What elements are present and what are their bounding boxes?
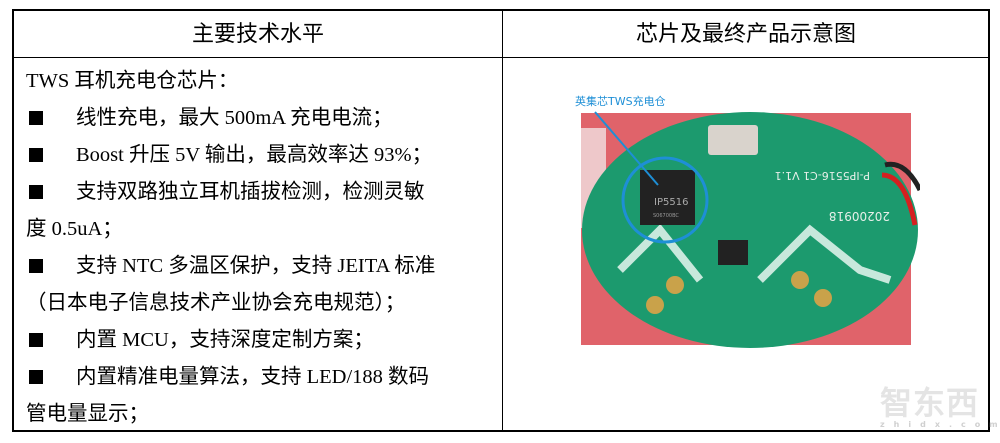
tech-description: TWS 耳机充电仓芯片： 线性充电，最大 500mA 充电电流； Boost 升… <box>26 63 496 433</box>
list-item-cont: 管电量显示； <box>26 403 149 425</box>
square-bullet-icon <box>29 370 43 384</box>
square-bullet-icon <box>29 185 43 199</box>
column-divider <box>502 11 503 430</box>
usb-connector <box>708 125 758 155</box>
svg-text:P-IP5516-C1 V1.1: P-IP5516-C1 V1.1 <box>775 169 870 182</box>
list-item: 内置精准电量算法，支持 LED/188 数码 <box>26 359 496 396</box>
header-divider <box>14 57 988 58</box>
svg-text:IP5516: IP5516 <box>654 197 688 208</box>
header-chip-image: 芯片及最终产品示意图 <box>635 21 856 46</box>
svg-text:英集芯TWS充电仓: 英集芯TWS充电仓 <box>575 94 666 108</box>
list-item: Boost 升压 5V 输出，最高效率达 93%； <box>26 137 496 174</box>
square-bullet-icon <box>29 148 43 162</box>
list-item-cont: 度 0.5uA； <box>26 218 123 240</box>
pcb-photo: IP5516 S06700BC 英集芯TWS充电仓 P-IP5516-C1 V1… <box>575 94 920 348</box>
list-item-cont: （日本电子信息技术产业协会充电规范）； <box>26 292 406 314</box>
header-tech-level: 主要技术水平 <box>191 21 324 46</box>
svg-text:S06700BC: S06700BC <box>653 213 679 219</box>
callout-line <box>594 111 659 186</box>
square-bullet-icon <box>29 259 43 273</box>
list-item: 内置 MCU，支持深度定制方案； <box>26 322 496 359</box>
callout-circle <box>621 156 709 244</box>
square-bullet-icon <box>29 333 43 347</box>
tech-table: 主要技术水平 芯片及最终产品示意图 TWS 耳机充电仓芯片： 线性充电，最大 5… <box>12 9 990 432</box>
list-item: 线性充电，最大 500mA 充电电流； <box>26 100 496 137</box>
square-bullet-icon <box>29 111 43 125</box>
list-item: 支持 NTC 多温区保护，支持 JEITA 标准 <box>26 248 496 285</box>
svg-text:20200918: 20200918 <box>829 209 890 223</box>
title-line: TWS 耳机充电仓芯片： <box>26 70 239 92</box>
ic-chip <box>718 240 748 265</box>
list-item: 支持双路独立耳机插拔检测，检测灵敏 <box>26 174 496 211</box>
chip-ip5516 <box>640 170 695 225</box>
